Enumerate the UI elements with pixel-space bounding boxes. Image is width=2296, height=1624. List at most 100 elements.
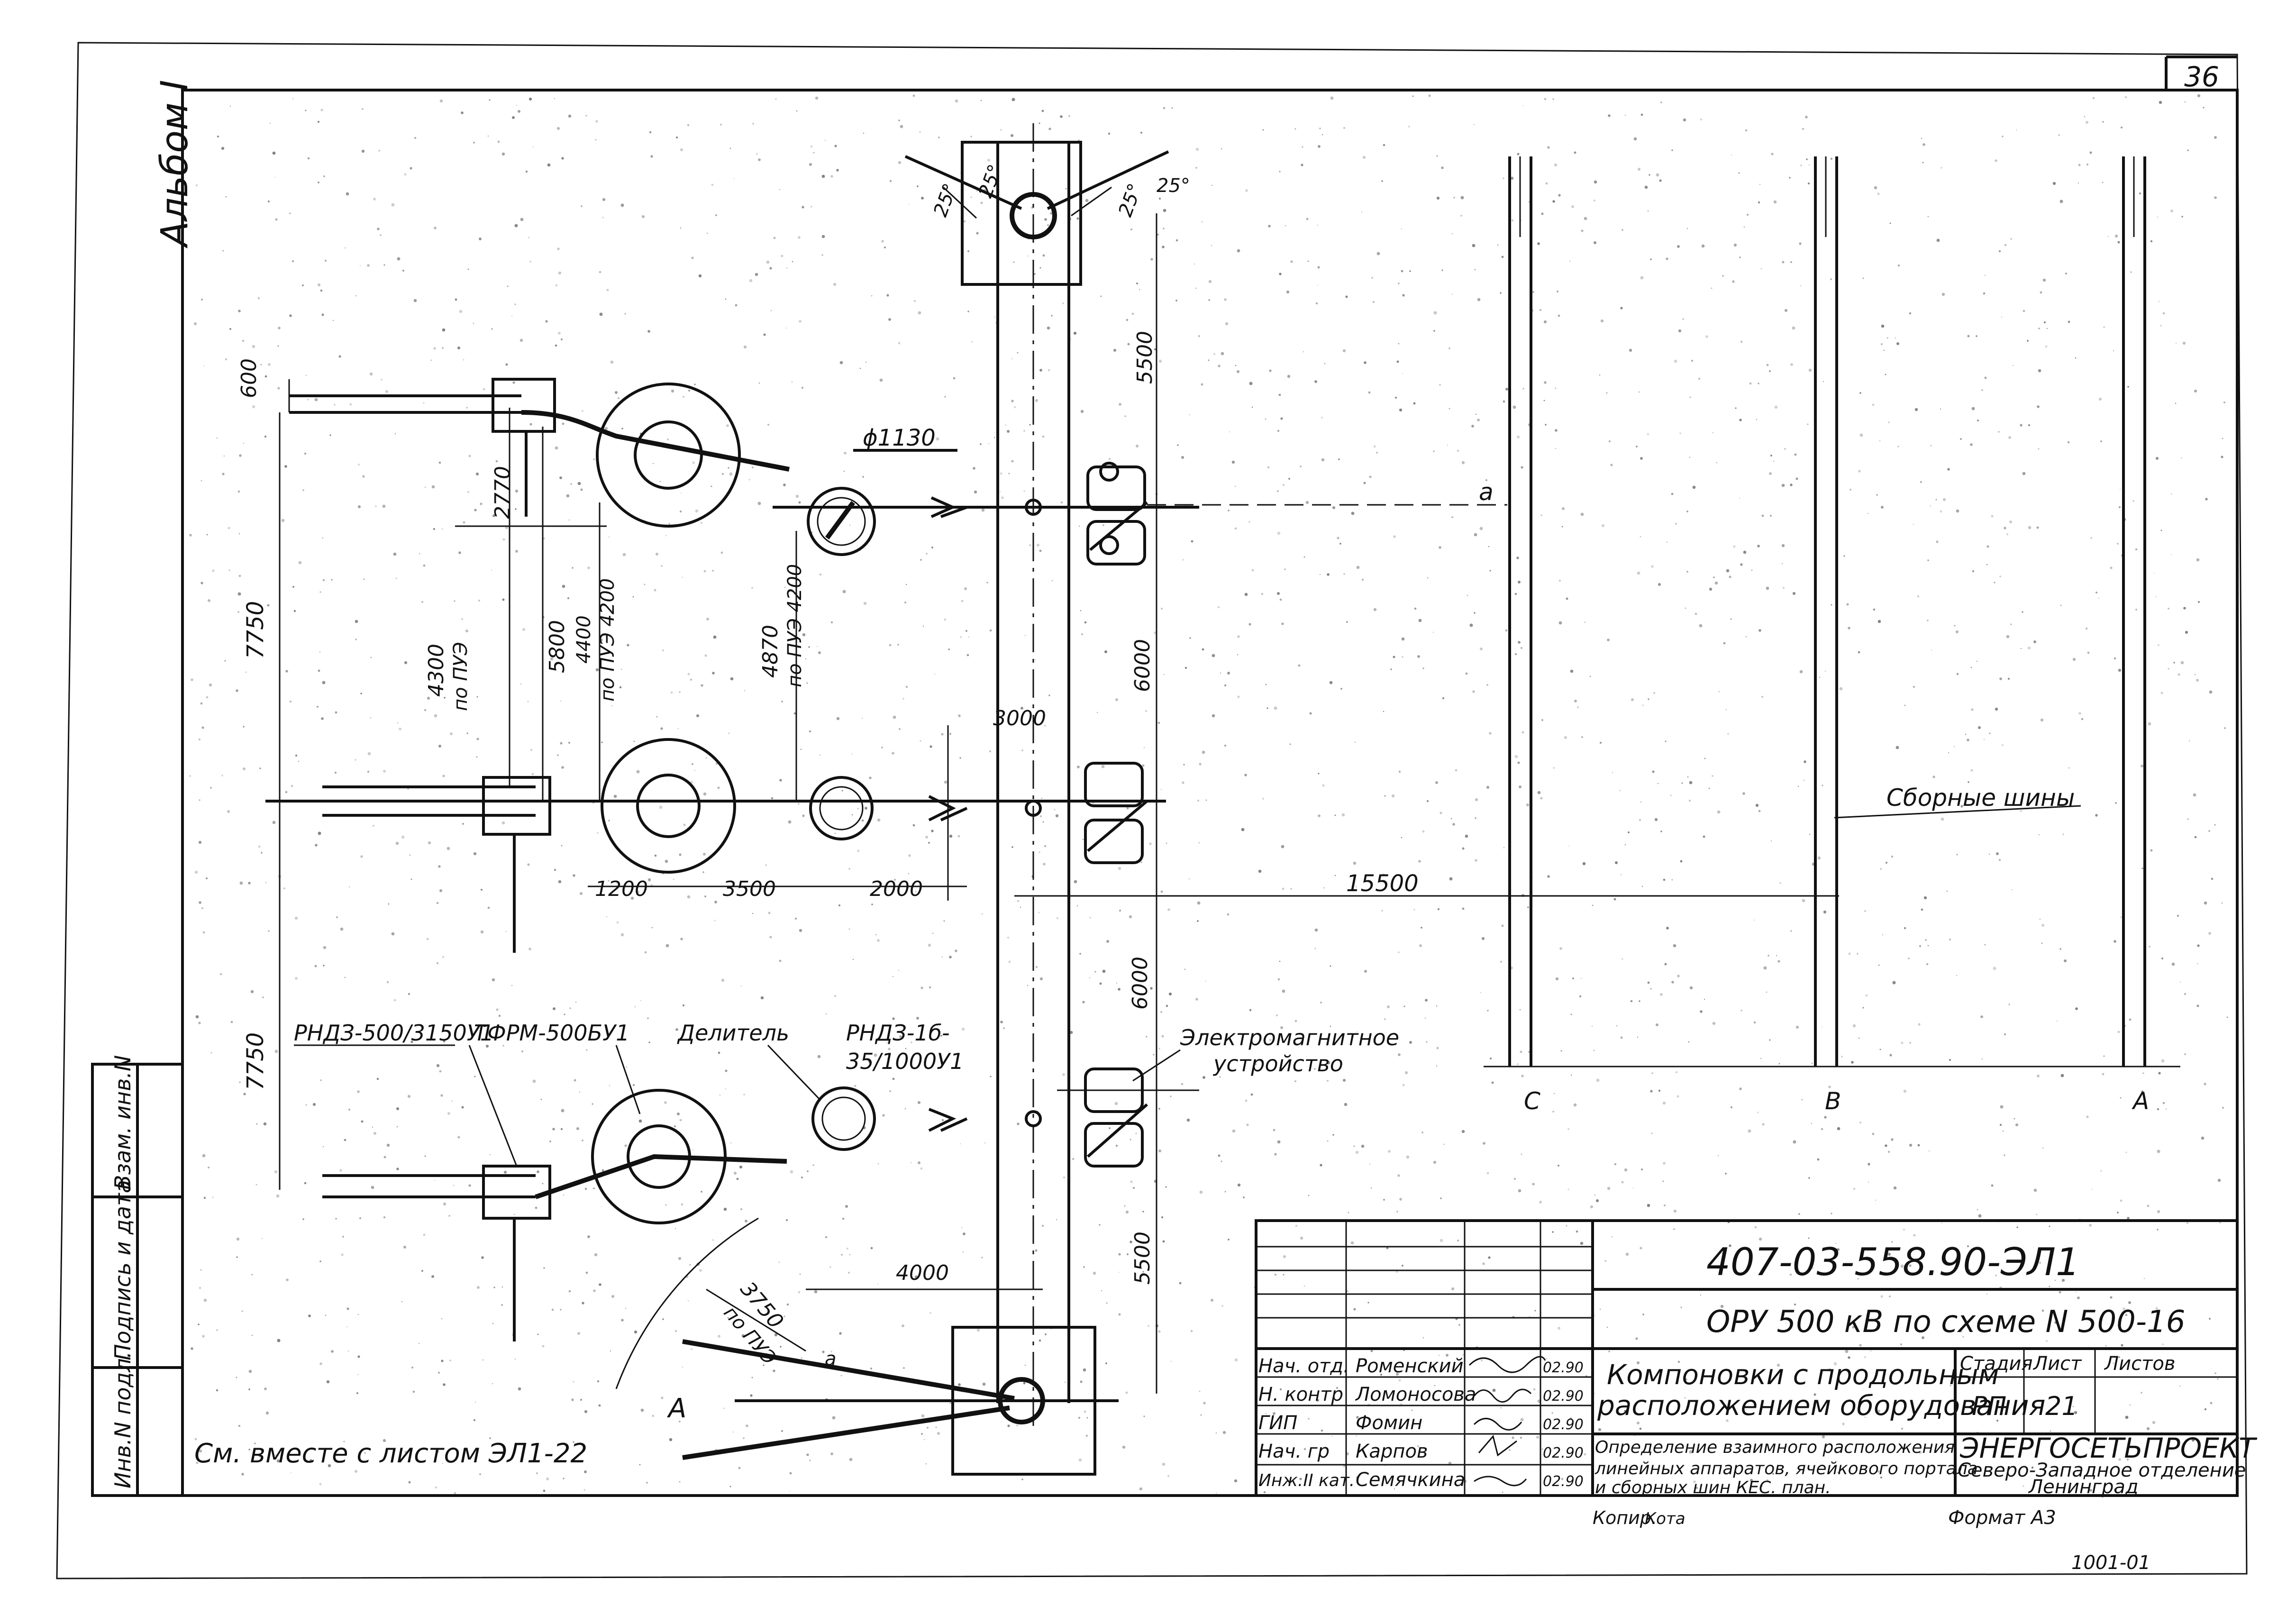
noise-speck [2209,690,2213,694]
noise-speck [770,310,772,311]
noise-speck [1566,1225,1567,1227]
noise-speck [723,1207,727,1211]
noise-speck [492,978,495,982]
noise-speck [2027,340,2029,342]
noise-speck [1805,116,1808,119]
noise-speck [1280,417,1283,420]
noise-speck [1686,228,1688,229]
noise-speck [1879,1049,1881,1050]
noise-speck [1127,343,1130,346]
noise-speck [871,295,873,297]
noise-speck [1232,1129,1236,1133]
noise-speck [1798,1213,1800,1215]
noise-speck [315,844,318,847]
noise-speck [2126,1458,2129,1461]
noise-speck [1569,260,1571,262]
noise-speck [836,717,840,721]
noise-speck [1649,174,1650,176]
noise-speck [595,668,599,672]
noise-speck [2016,1226,2018,1228]
noise-speck [786,267,788,269]
noise-speck [1807,423,1809,425]
noise-speck [503,1170,507,1174]
noise-speck [1436,1047,1439,1049]
noise-speck [967,250,969,252]
noise-speck [1294,1020,1297,1022]
noise-speck [1011,358,1013,360]
noise-speck [476,756,478,758]
noise-speck [1660,993,1663,996]
noise-speck [993,437,995,438]
noise-speck [691,256,694,259]
name-4: Семячкина [1356,1469,1465,1491]
noise-speck [963,1232,966,1235]
noise-speck [1289,743,1291,745]
noise-speck [2208,932,2211,935]
noise-speck [1927,945,1929,947]
noise-speck [2221,902,2223,904]
noise-speck [201,726,204,729]
noise-speck [1306,218,1309,220]
noise-speck [1162,1462,1166,1466]
noise-speck [1200,1414,1202,1416]
noise-speck [1799,670,1803,674]
noise-speck [624,1144,627,1147]
noise-speck [921,197,924,200]
noise-speck [275,218,278,221]
noise-speck [262,996,264,998]
noise-speck [1925,939,1927,941]
noise-speck [1692,485,1696,489]
noise-speck [317,120,320,123]
noise-speck [1561,526,1563,528]
noise-speck [577,482,581,485]
noise-speck [2222,438,2223,439]
noise-speck [1620,1036,1623,1039]
noise-speck [1029,424,1031,426]
noise-speck [2121,1344,2123,1347]
noise-speck [362,108,364,110]
noise-speck [2107,236,2109,237]
noise-speck [285,791,288,794]
noise-speck [555,446,558,450]
noise-speck [1922,143,1925,146]
noise-speck [1395,1372,1399,1376]
noise-speck [1130,1241,1132,1243]
noise-speck [1418,619,1422,622]
noise-speck [377,228,380,230]
noise-speck [2038,369,2041,373]
noise-speck [638,1119,642,1123]
noise-speck [811,206,812,208]
noise-speck [1221,1160,1222,1162]
noise-speck [668,522,671,525]
noise-speck [671,389,674,393]
noise-speck [1383,1199,1385,1201]
noise-speck [718,1335,720,1338]
noise-speck [487,135,489,137]
noise-speck [369,372,373,376]
noise-speck [925,836,928,839]
noise-speck [1425,999,1428,1002]
noise-speck [1251,406,1253,408]
noise-speck [1300,465,1302,467]
noise-speck [2031,1466,2034,1469]
noise-speck [981,508,985,512]
noise-speck [2022,611,2023,613]
role-2: ГИП [1258,1412,1297,1434]
noise-speck [1062,1073,1065,1076]
noise-speck [1684,1397,1686,1399]
noise-speck [1205,980,1207,982]
noise-speck [1338,458,1340,460]
noise-speck [381,379,383,381]
noise-speck [1822,785,1823,786]
noise-speck [1699,624,1703,628]
noise-speck [1774,405,1778,409]
noise-speck [1527,906,1529,908]
noise-speck [1017,900,1019,902]
noise-speck [1849,1399,1850,1401]
noise-speck [2154,573,2155,574]
noise-speck [410,167,412,170]
noise-speck [2147,1204,2150,1207]
noise-speck [1142,1271,1144,1273]
noise-speck [1913,1234,1916,1237]
